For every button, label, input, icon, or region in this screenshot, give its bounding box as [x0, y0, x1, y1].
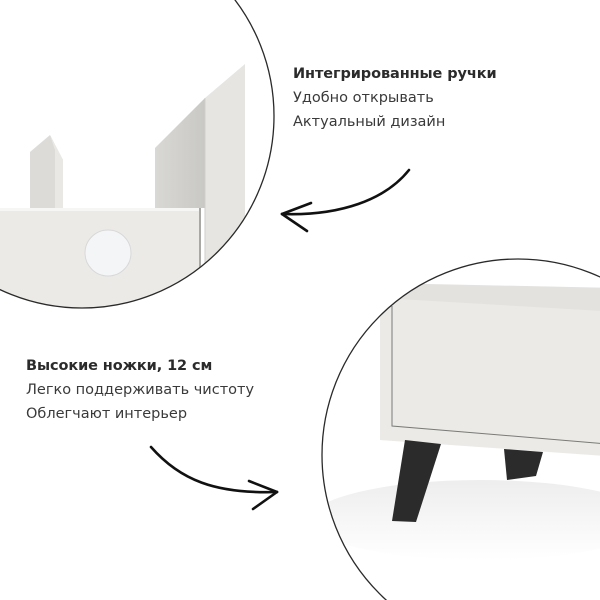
arrow-to-legs-icon [149, 445, 279, 511]
feature-title: Интегрированные ручки [293, 66, 497, 82]
feature-line: Легко поддерживать чистоту [26, 382, 255, 398]
legs-detail-circle-border [321, 258, 600, 600]
feature-line: Удобно открывать [293, 90, 434, 106]
feature-legs: Высокие ножки, 12 см Легко поддерживать … [26, 354, 254, 426]
handle-detail-circle-border [0, 0, 275, 309]
feature-handles: Интегрированные ручки Удобно открывать А… [293, 62, 497, 134]
feature-title: Высокие ножки, 12 см [26, 358, 213, 374]
arrow-to-handle-icon [280, 168, 411, 233]
feature-line: Облегчают интерьер [26, 406, 188, 422]
legs-detail-circle [322, 259, 600, 600]
feature-line: Актуальный дизайн [293, 114, 446, 130]
handle-detail-circle [0, 0, 274, 308]
